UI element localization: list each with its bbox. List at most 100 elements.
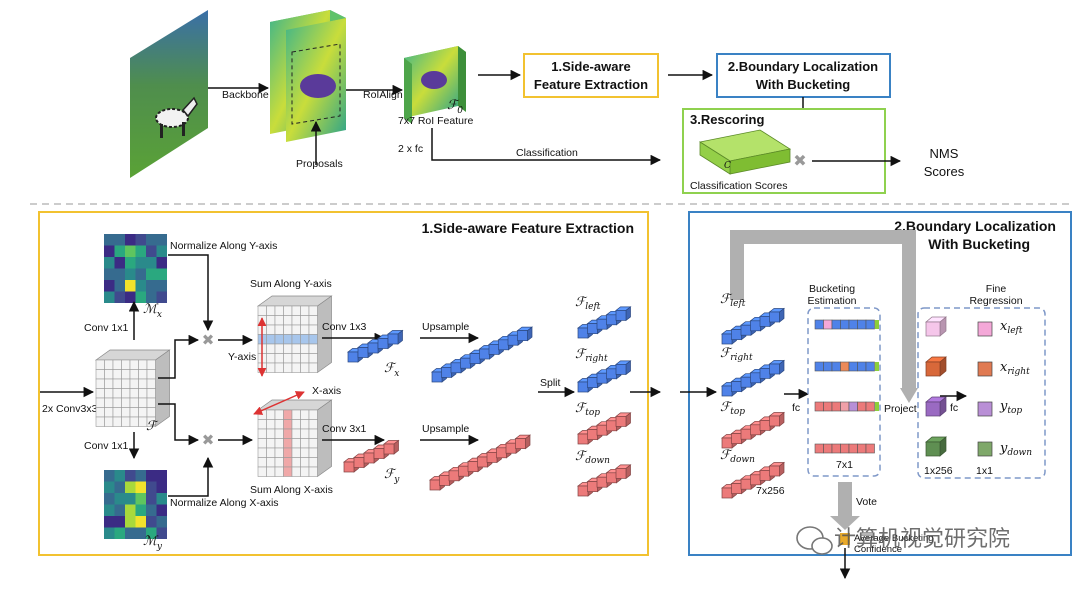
conv1x1-bottom-label: Conv 1x1	[84, 440, 129, 452]
grid-cell	[112, 359, 122, 370]
xaxis-label: X-axis	[312, 385, 341, 397]
proposals-label: Proposals	[296, 158, 343, 170]
grid-cell	[274, 324, 284, 335]
grid-cell	[257, 466, 267, 477]
project-gray-arrowhead	[900, 388, 918, 403]
vote-gray-shaft	[838, 482, 852, 516]
grid-cell	[121, 397, 131, 408]
heat-cell	[104, 234, 115, 246]
grid-cell	[300, 305, 310, 316]
bucket-cell	[865, 319, 875, 330]
grid-cell	[291, 428, 301, 439]
grid-cell	[283, 438, 293, 449]
grid-cell	[300, 466, 310, 477]
grid-cell	[95, 359, 105, 370]
grid-cell	[95, 388, 105, 399]
grid-cell	[308, 343, 318, 354]
classification-scores-bar	[698, 129, 792, 175]
rf-top-label: ℱtop	[720, 400, 745, 417]
grid-cell	[283, 466, 293, 477]
grid-cell	[291, 362, 301, 373]
watermark-text: 计算机视觉研究院	[834, 526, 1010, 551]
ydown-sub: down	[1007, 448, 1032, 458]
heat-cell	[146, 257, 157, 269]
xleft-sub: left	[1007, 326, 1023, 336]
bucket-cell	[831, 401, 841, 412]
grid-cell	[146, 378, 156, 389]
grid-cell	[274, 315, 284, 326]
confidence-line1: Average Bucketing	[854, 533, 934, 544]
grid-cell	[274, 419, 284, 430]
f-to-bottom-arrow	[158, 403, 200, 446]
grid-cell	[112, 378, 122, 389]
normalize-x-arrow	[168, 456, 214, 497]
grid-cell	[283, 409, 293, 420]
right-f-right-cubes	[720, 359, 786, 397]
f-left-sub: left	[585, 302, 601, 312]
grid-cell	[300, 409, 310, 420]
heat-cell	[156, 527, 167, 539]
f-top-cubes	[576, 412, 632, 445]
heat-cell	[104, 504, 115, 516]
classification-scores-label: Classification Scores	[690, 180, 787, 192]
grid-cell	[266, 409, 276, 420]
heat-cell	[146, 493, 157, 505]
heat-cell	[125, 234, 136, 246]
fine-output-square	[977, 321, 993, 337]
right-f-top-cubes	[720, 411, 786, 449]
bucket-bars	[814, 319, 879, 454]
bucket-cell	[823, 319, 833, 330]
grid-cell	[266, 419, 276, 430]
heat-cell	[156, 280, 167, 292]
heat-cell	[135, 234, 146, 246]
grid-cell	[121, 407, 131, 418]
size-7x256-label: 7x256	[756, 485, 785, 497]
fine-regression-cubes	[925, 316, 993, 457]
bucket-cell	[823, 401, 833, 412]
grid-cell	[308, 466, 318, 477]
heat-cell	[135, 481, 146, 493]
fine-regression-line1: Fine	[986, 283, 1007, 295]
grid-cell	[308, 419, 318, 430]
bucket-conf	[875, 320, 879, 329]
nms-line2: Scores	[924, 164, 965, 179]
grid-cell	[129, 407, 139, 418]
heat-cell	[135, 280, 146, 292]
backbone-label: Backbone	[222, 89, 269, 101]
grid-cell	[300, 419, 310, 430]
heat-cell	[135, 268, 146, 280]
cube	[614, 412, 632, 428]
boundary-box-line2: With Bucketing	[756, 77, 851, 92]
fc2-right-label: fc	[950, 402, 958, 414]
grid-cell	[308, 353, 318, 364]
bucket-cell	[865, 443, 875, 454]
heat-cell	[156, 257, 167, 269]
wechat-icon	[796, 526, 833, 555]
heat-cell	[114, 291, 125, 303]
f-top-sub: top	[585, 408, 600, 418]
rf-left-sub: left	[730, 299, 746, 309]
bucket-cell	[831, 319, 841, 330]
mx-label: ℳx	[143, 302, 162, 320]
heat-cell	[114, 268, 125, 280]
grid-cell	[121, 359, 131, 370]
grid-cell	[112, 388, 122, 399]
heat-cell	[156, 268, 167, 280]
heat-cell	[104, 291, 115, 303]
heat-cell	[146, 527, 157, 539]
fine-regression-line2: Regression	[969, 295, 1022, 307]
heat-cell	[114, 481, 125, 493]
grid-cell	[104, 359, 114, 370]
grid-cell	[266, 305, 276, 316]
grid-cell	[300, 362, 310, 373]
grid-cell	[274, 353, 284, 364]
grid-cell	[308, 315, 318, 326]
grid-cell	[266, 315, 276, 326]
grid-cell	[283, 315, 293, 326]
fx-label-sub: x	[394, 369, 399, 379]
xaxis-arrow	[253, 391, 305, 415]
bucket-cell	[848, 443, 858, 454]
side-aware-panel-title: 1.Side-aware Feature Extraction	[422, 220, 634, 236]
grid-cell	[283, 419, 293, 430]
grid-side-face	[317, 295, 332, 374]
